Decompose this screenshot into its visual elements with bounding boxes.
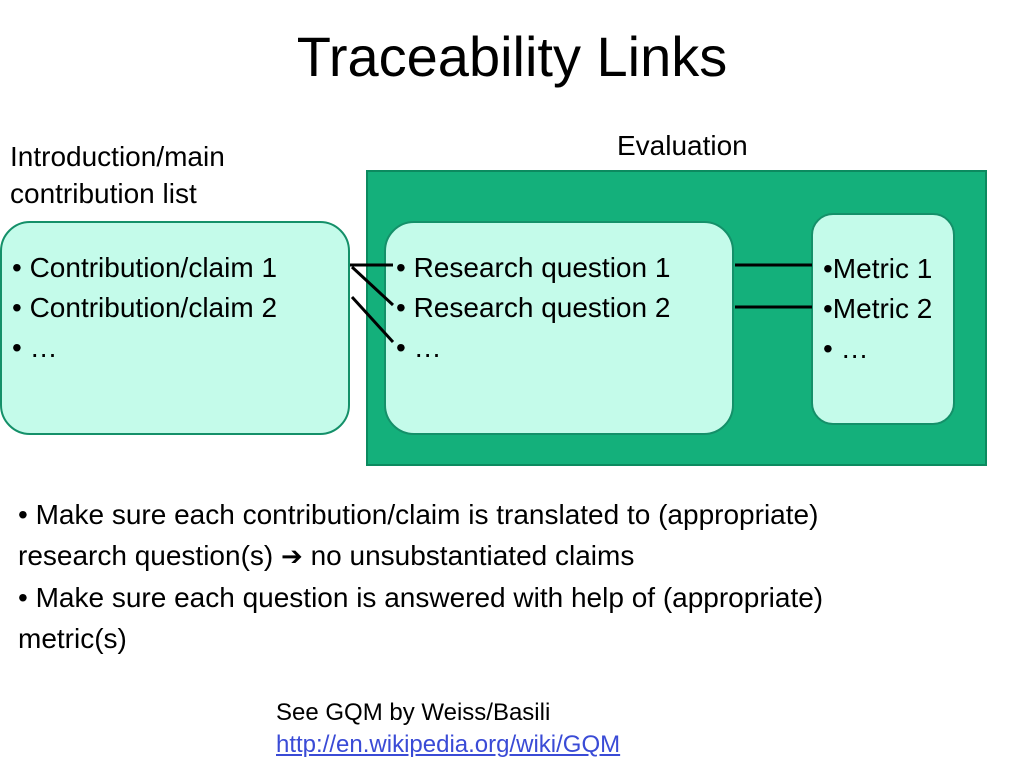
reference-note: See GQM by Weiss/Basili http://en.wikipe… — [276, 697, 620, 761]
contribution-list-box: • Contribution/claim 1 • Contribution/cl… — [0, 221, 350, 435]
research-question-more: • … — [396, 332, 442, 363]
research-question-box: • Research question 1 • Research questio… — [384, 221, 734, 435]
link-claim1-rq2 — [350, 265, 395, 307]
bullet-1-line2: research question(s) ➔ no unsubstantiate… — [18, 535, 1018, 577]
research-question-2: • Research question 2 — [396, 292, 671, 323]
reference-text: See GQM by Weiss/Basili — [276, 699, 551, 726]
guideline-bullets: • Make sure each contribution/claim is t… — [18, 494, 1018, 659]
bullet-2-line1: • Make sure each question is answered wi… — [18, 582, 824, 613]
bullet-2-line2: metric(s) — [18, 623, 127, 654]
bullet-1-line2-start: research question(s) — [18, 540, 274, 571]
slide-title: Traceability Links — [296, 25, 728, 88]
gqm-wikipedia-link[interactable]: http://en.wikipedia.org/wiki/GQM — [276, 731, 621, 758]
contribution-item-more: • … — [12, 332, 58, 363]
intro-label: Introduction/main contribution list — [10, 138, 225, 212]
intro-label-line1: Introduction/main — [10, 141, 225, 172]
contribution-item-2: • Contribution/claim 2 — [12, 292, 278, 323]
link-claim2-rq-more — [350, 295, 395, 344]
evaluation-label: Evaluation — [617, 130, 748, 161]
metric-more: • … — [823, 333, 869, 364]
research-question-1: • Research question 1 — [396, 252, 671, 283]
metric-box: •Metric 1 •Metric 2 • … — [811, 213, 955, 425]
metric-1: •Metric 1 — [823, 253, 933, 284]
contribution-item-1: • Contribution/claim 1 — [12, 252, 278, 283]
metric-2: •Metric 2 — [823, 293, 933, 324]
intro-label-line2: contribution list — [10, 178, 197, 209]
bullet-1-line2-end: no unsubstantiated claims — [310, 540, 635, 571]
right-arrow-icon: ➔ — [281, 541, 303, 571]
bullet-1-line1: • Make sure each contribution/claim is t… — [18, 499, 819, 530]
